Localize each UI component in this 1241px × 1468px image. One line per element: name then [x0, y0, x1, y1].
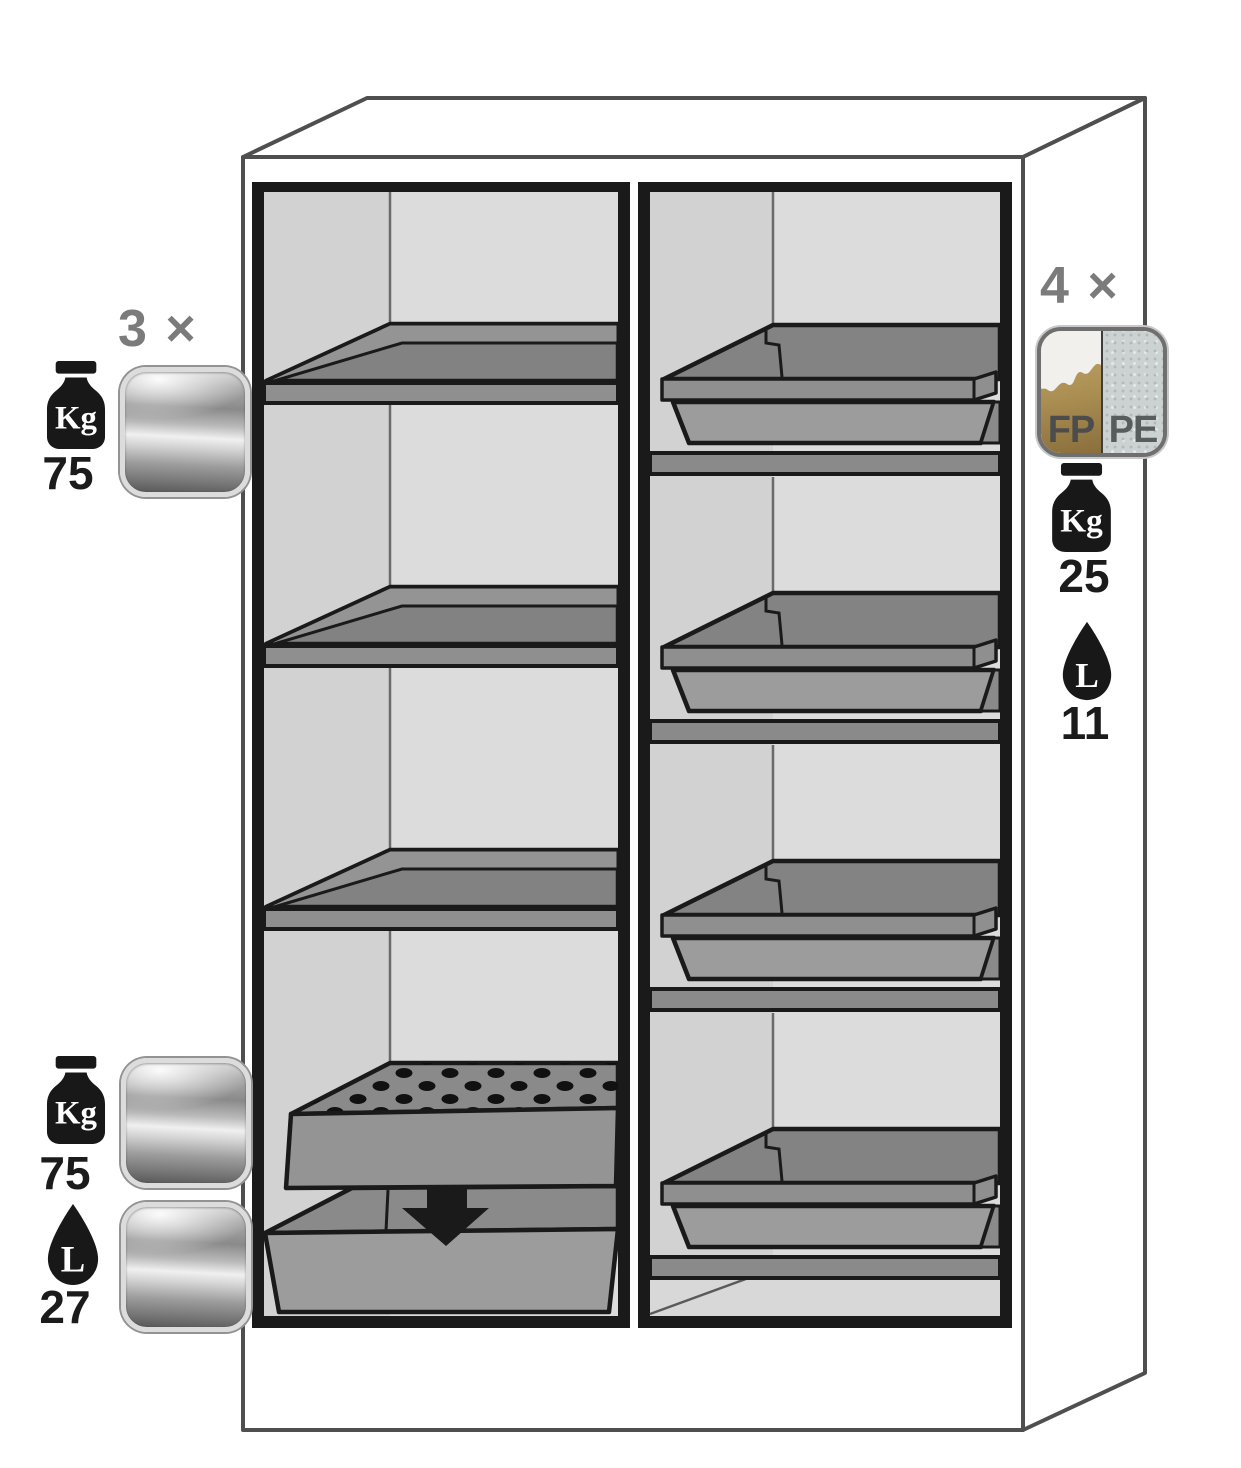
fp-pe-material-icon: FP PE — [1037, 327, 1167, 457]
right-tray-4 — [648, 1126, 1003, 1280]
weight-icon: Kg — [46, 1056, 106, 1145]
sump-volume-value: 27 — [39, 1281, 91, 1333]
insert-load-value: 75 — [39, 1147, 91, 1199]
steel-shelf-icon — [120, 367, 250, 497]
left-shelf-1 — [262, 321, 621, 405]
shelf-count-label: 3 × — [118, 300, 198, 358]
droplet-icon: L — [1062, 621, 1112, 701]
down-arrow-icon — [402, 1186, 489, 1246]
perforated-insert — [283, 1060, 621, 1191]
left-shelf-3 — [262, 847, 621, 931]
material-fp-label: FP — [1047, 409, 1096, 451]
droplet-icon: L — [47, 1203, 99, 1286]
material-pe-label: PE — [1108, 409, 1159, 451]
weight-unit-label: Kg — [55, 401, 98, 437]
weight-unit-label: Kg — [1060, 502, 1103, 539]
right-compartment — [638, 182, 1012, 1328]
weight-icon: Kg — [46, 361, 106, 450]
fp-half: FP — [1041, 331, 1103, 453]
shelf-load-value: 75 — [42, 447, 94, 499]
right-tray-1 — [648, 322, 1003, 476]
right-tray-2 — [648, 590, 1003, 744]
volume-unit-label: L — [1075, 656, 1099, 695]
left-shelf-2 — [262, 584, 621, 668]
tray-count-label: 4 × — [1040, 257, 1120, 315]
tray-volume-value: 11 — [1060, 697, 1110, 749]
right-tray-3 — [648, 858, 1003, 1012]
cabinet-top-face — [241, 96, 1147, 159]
weight-icon: Kg — [1052, 463, 1111, 553]
left-compartment — [252, 182, 630, 1328]
weight-unit-label: Kg — [55, 1096, 98, 1132]
steel-sump-icon — [121, 1202, 251, 1332]
steel-insert-icon — [121, 1058, 251, 1188]
tray-load-value: 25 — [1058, 550, 1110, 602]
coating-wave-shape — [1041, 331, 1101, 392]
volume-unit-label: L — [61, 1239, 85, 1280]
pe-half: PE — [1103, 331, 1163, 453]
